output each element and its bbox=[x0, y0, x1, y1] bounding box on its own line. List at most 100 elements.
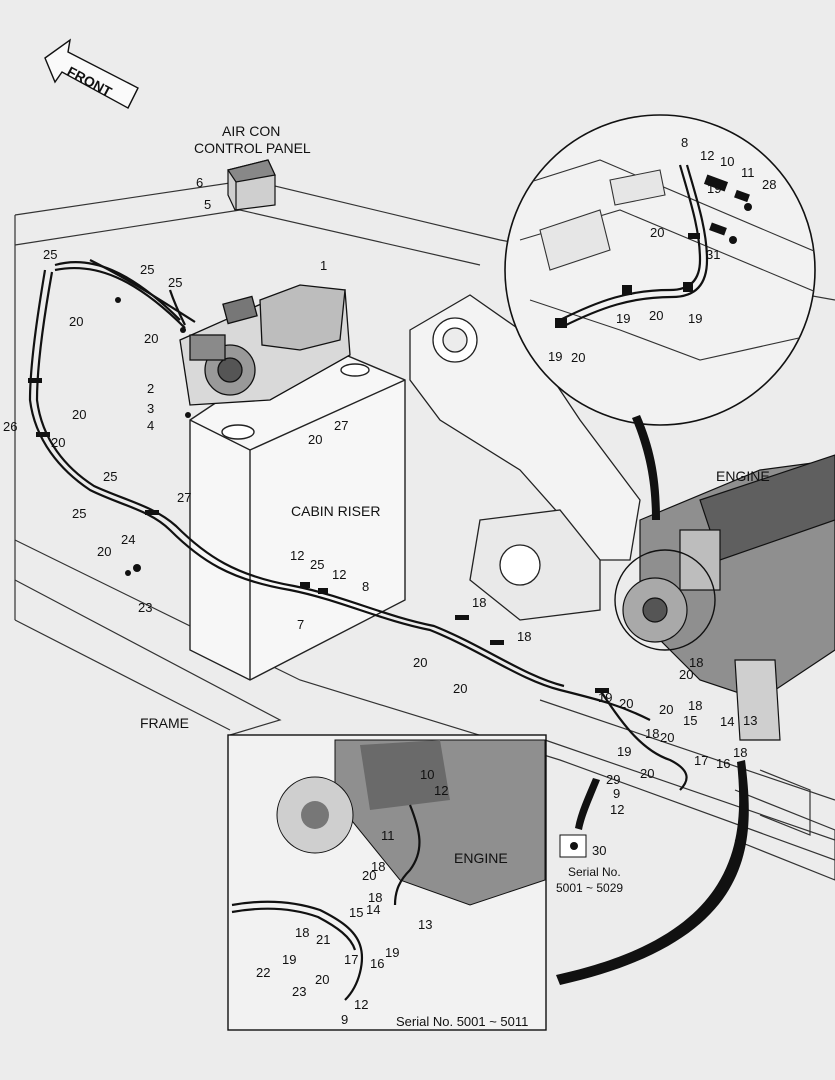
callout-number: 20 bbox=[571, 350, 586, 365]
callout-number: 20 bbox=[72, 407, 87, 422]
callout-number: 20 bbox=[640, 766, 655, 781]
callout-number: 21 bbox=[316, 932, 331, 947]
callout-number: 17 bbox=[344, 952, 359, 967]
callout-number: 15 bbox=[349, 905, 364, 920]
callout-number: 28 bbox=[762, 177, 777, 192]
callout-number: 20 bbox=[659, 702, 674, 717]
callout-number: 15 bbox=[683, 713, 698, 728]
callout-number: 11 bbox=[381, 828, 395, 843]
callout-number: 20 bbox=[650, 225, 665, 240]
callout-number: 20 bbox=[315, 972, 330, 987]
callout-number: 18 bbox=[295, 925, 310, 940]
callout-number: 26 bbox=[3, 419, 18, 434]
callout-number: 17 bbox=[694, 753, 709, 768]
callout-number: 20 bbox=[413, 655, 428, 670]
caption-cabin-riser: CABIN RISER bbox=[291, 503, 381, 519]
callout-number: 19 bbox=[707, 181, 722, 196]
callout-number: 25 bbox=[140, 262, 155, 277]
callout-number: 18 bbox=[689, 655, 704, 670]
caption-air-con: AIR CON bbox=[222, 123, 281, 139]
callout-number: 20 bbox=[69, 314, 84, 329]
callout-number: 18 bbox=[517, 629, 532, 644]
detail-circle bbox=[504, 114, 816, 426]
callout-number: 18 bbox=[371, 859, 386, 874]
caption-engine: ENGINE bbox=[716, 468, 770, 484]
callout-number: 6 bbox=[196, 175, 204, 190]
callout-number: 14 bbox=[366, 902, 381, 917]
callout-number: 9 bbox=[341, 1012, 349, 1027]
caption-serial-inset: Serial No. 5001 ~ 5011 bbox=[396, 1014, 529, 1029]
callout-number: 12 bbox=[610, 802, 625, 817]
engine-highlight-circle bbox=[614, 549, 716, 651]
callout-number: 12 bbox=[332, 567, 347, 582]
callout-number: 20 bbox=[144, 331, 159, 346]
callout-number: 19 bbox=[617, 744, 632, 759]
callout-number: 19 bbox=[282, 952, 297, 967]
callout-number: 7 bbox=[297, 617, 305, 632]
callout-number: 5 bbox=[204, 197, 212, 212]
callout-number: 4 bbox=[147, 418, 155, 433]
callout-number: 14 bbox=[720, 714, 735, 729]
callout-number: 30 bbox=[592, 843, 607, 858]
callout-number: 3 bbox=[147, 401, 155, 416]
callout-number: 2 bbox=[147, 381, 155, 396]
callout-number: 12 bbox=[434, 783, 449, 798]
callout-number: 18 bbox=[733, 745, 748, 760]
callout-number: 18 bbox=[368, 890, 383, 905]
callout-number: 10 bbox=[720, 154, 735, 169]
callout-number: 20 bbox=[619, 696, 634, 711]
callout-number: 20 bbox=[362, 868, 377, 883]
callout-number: 18 bbox=[645, 726, 660, 741]
callout-number: 29 bbox=[606, 772, 621, 787]
callout-number: 27 bbox=[177, 490, 192, 505]
callout-number: 19 bbox=[598, 690, 613, 705]
callout-number: 8 bbox=[681, 135, 689, 150]
caption-engine-inset: ENGINE bbox=[454, 850, 508, 866]
callout-number: 19 bbox=[385, 945, 400, 960]
caption-control-panel: CONTROL PANEL bbox=[194, 140, 311, 156]
callout-number: 20 bbox=[660, 730, 675, 745]
caption-serial-line2: 5001 ~ 5029 bbox=[556, 881, 624, 895]
callout-number: 13 bbox=[418, 917, 433, 932]
callout-number: 25 bbox=[168, 275, 183, 290]
callout-number: 10 bbox=[420, 767, 435, 782]
callout-number: 11 bbox=[741, 165, 755, 180]
front-arrow bbox=[44, 38, 139, 109]
callout-number: 23 bbox=[292, 984, 307, 999]
callout-number: 27 bbox=[334, 418, 349, 433]
engine-block bbox=[622, 454, 835, 741]
callout-number: 8 bbox=[362, 579, 370, 594]
callout-number: 1 bbox=[320, 258, 328, 273]
callout-number: 20 bbox=[308, 432, 323, 447]
leader-arrows bbox=[556, 415, 749, 985]
callout-number: 16 bbox=[370, 956, 385, 971]
callout-number: 20 bbox=[97, 544, 112, 559]
callout-number: 20 bbox=[649, 308, 664, 323]
callout-number: 20 bbox=[453, 681, 468, 696]
callout-number: 12 bbox=[354, 997, 369, 1012]
callout-number: 19 bbox=[688, 311, 703, 326]
callout-number: 12 bbox=[290, 548, 305, 563]
callout-number: 16 bbox=[716, 756, 731, 771]
callout-number: 22 bbox=[256, 965, 271, 980]
engine-inset bbox=[227, 734, 587, 1031]
callout-number: 18 bbox=[472, 595, 487, 610]
callout-number: 20 bbox=[679, 667, 694, 682]
callout-number: 9 bbox=[613, 786, 621, 801]
cabin-riser-box bbox=[189, 339, 406, 681]
boom-structure bbox=[409, 294, 641, 621]
callout-number: 31 bbox=[706, 247, 721, 262]
air-con-unit bbox=[179, 284, 351, 406]
hose-routes bbox=[28, 259, 688, 791]
callout-number: 19 bbox=[616, 311, 631, 326]
callout-number: 18 bbox=[688, 698, 703, 713]
caption-serial-line1: Serial No. bbox=[568, 865, 621, 879]
callout-number: 25 bbox=[103, 469, 118, 484]
clamp-markers bbox=[28, 297, 609, 693]
callout-number: 23 bbox=[138, 600, 153, 615]
callout-number: 13 bbox=[743, 713, 758, 728]
callout-number: 25 bbox=[43, 247, 58, 262]
control-panel bbox=[227, 159, 276, 211]
